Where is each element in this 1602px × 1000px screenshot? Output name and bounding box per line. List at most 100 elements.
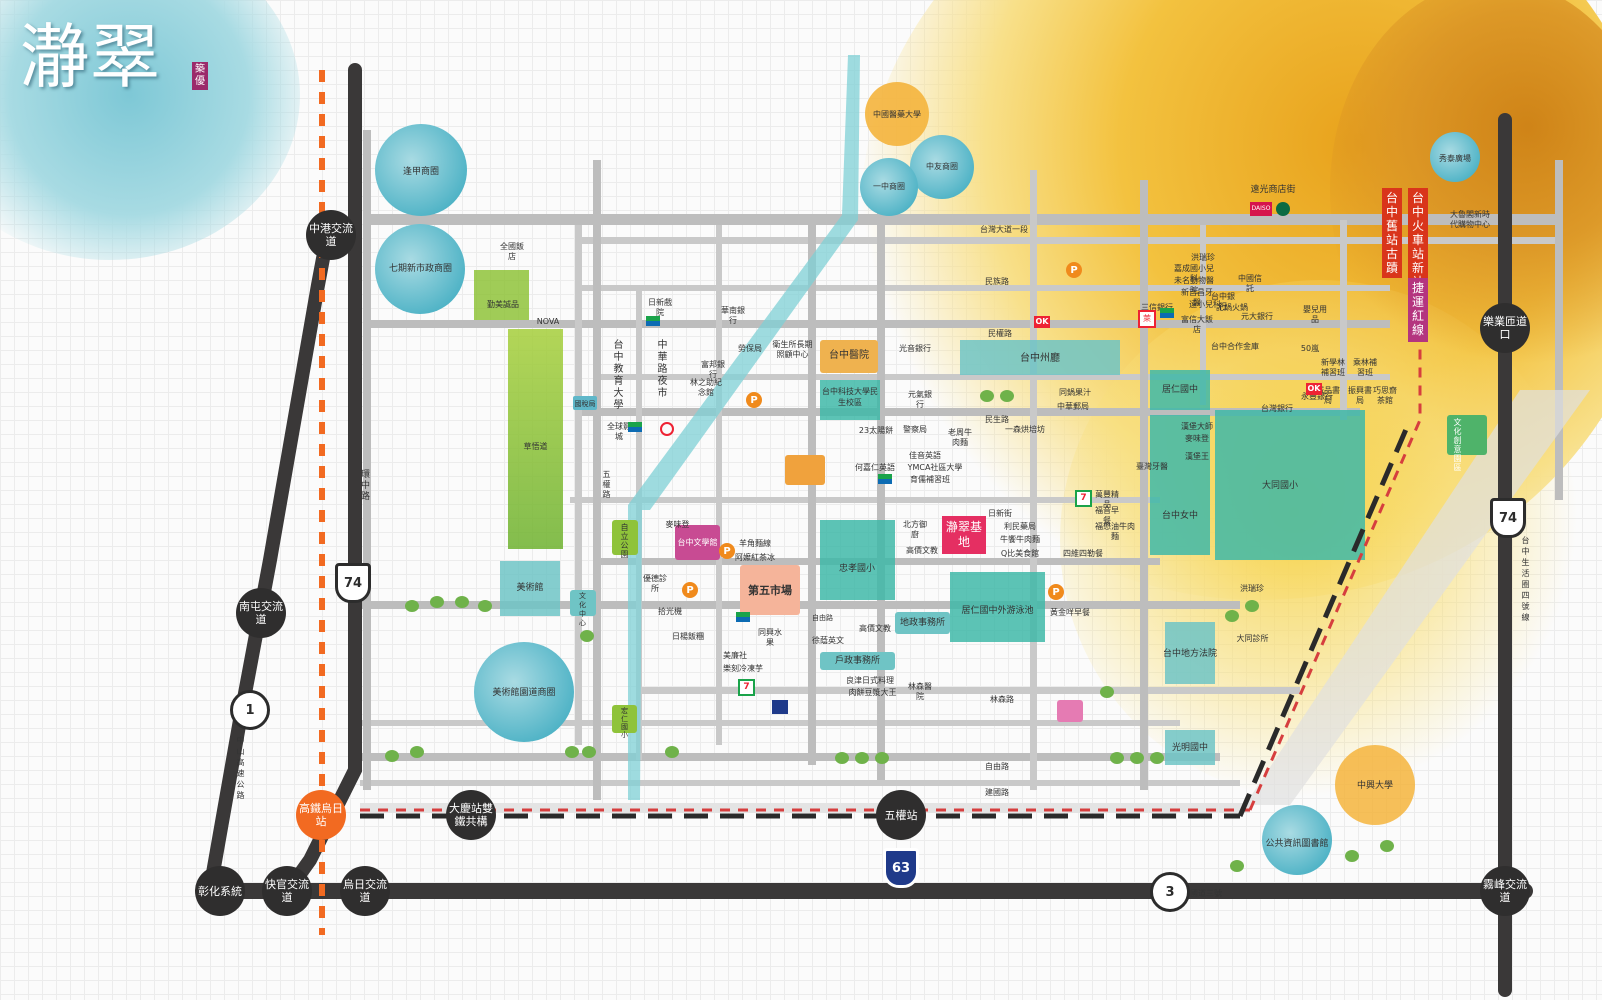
node-wuquan-st[interactable]: 五權站 [876, 790, 926, 840]
poi-44: 三信銀行 [1141, 303, 1173, 312]
guangming-label: 光明國中 [1171, 743, 1208, 753]
poi-22: 牛饗牛肉麵 [1000, 535, 1040, 544]
road-v9 [1140, 180, 1148, 790]
road-ziyou [360, 753, 1220, 761]
daiso-icon: DAISO [1250, 202, 1272, 216]
poi-52: 誠品書局 [1316, 386, 1340, 405]
node-kuaiguan[interactable]: 快官交流道 [262, 866, 312, 916]
road-h3 [575, 285, 1390, 291]
library-label: 公共資訊圖書館 [1265, 839, 1329, 849]
road-label-ziyou2: 自由路 [812, 614, 833, 622]
poi-69: 記鍋火鍋 [1216, 303, 1248, 312]
road-minquan [580, 408, 1360, 416]
poi-25: 全球影城 [607, 422, 631, 441]
poi-43: 台中銀行 [1211, 292, 1235, 311]
zhongyou-circle [910, 135, 974, 199]
road-h5 [600, 374, 1390, 380]
road-label-taiwan: 台灣大道一段 [980, 225, 1028, 234]
juren-pool-label: 居仁國中外游泳池 [961, 606, 1034, 616]
culture-park-label: 文化創意園區 [1453, 418, 1462, 472]
road-linsen [640, 687, 1300, 694]
road-h7 [570, 497, 1160, 503]
node-leye[interactable]: 樂業匝道口 [1480, 303, 1530, 353]
zhongzheng-school-label: 宏仁國小 [621, 707, 628, 739]
qiqi-label: 七期新市政商圈 [388, 264, 452, 274]
road-taiwan-blvd [365, 214, 1560, 225]
label-huanzhong: 環中路 [360, 470, 370, 502]
poi-0: 全國飯店 [500, 242, 524, 261]
poi-10: 中華郵局 [1057, 402, 1089, 411]
node-daqing[interactable]: 大慶站雙鐵共構 [446, 790, 496, 840]
tree-icon [1130, 752, 1144, 764]
hilife-icon: 萊 [1138, 310, 1156, 328]
road-label-minquan: 民權路 [988, 329, 1012, 338]
road-v2 [575, 225, 582, 745]
poi-47: 台灣銀行 [1261, 404, 1293, 413]
poi-13: 佳音英語 [909, 451, 941, 460]
culture-center-label: 文化中心 [579, 592, 586, 627]
tech-univ-label: 台中科技大學民生校區 [822, 387, 878, 407]
poi-29: 麥味登 [665, 520, 690, 529]
nchu-circle [1335, 745, 1415, 825]
juren-ms-label: 居仁國中 [1161, 385, 1198, 395]
poi-66: 新吉昌牙醫 [1181, 288, 1213, 307]
poi-14: YMCA社區大學 [907, 463, 963, 472]
node-nantun[interactable]: 南屯交流道 [236, 588, 286, 638]
caowu-label: 草悟道 [523, 442, 548, 451]
label-sun-yat-sen: 中山高速公路 [236, 736, 245, 800]
poi-36: 良津日式料理 [846, 676, 894, 685]
nchu-label: 中興大學 [1356, 781, 1393, 791]
road-label-minzu: 民族路 [985, 277, 1009, 286]
poi-58: 林森醫院 [908, 682, 932, 701]
poi-8: 元氣銀行 [908, 390, 932, 409]
poi-23: Q比美食館 [1000, 549, 1040, 558]
poi-61: 萬豐精品 [1095, 490, 1119, 509]
ok-mart-icon: OK [1306, 383, 1322, 395]
tree-icon [1110, 752, 1124, 764]
node-hsr[interactable]: 高鐵烏日站 [296, 790, 346, 840]
poi-21: 利民藥局 [1004, 522, 1036, 531]
tree-icon [1150, 752, 1164, 764]
qiqi-circle [375, 224, 465, 314]
parking-icon: P [719, 543, 735, 559]
node-zhanghua[interactable]: 彰化系統 [195, 866, 245, 916]
node-zhonggang[interactable]: 中港交流道 [306, 210, 356, 260]
culture-park-block [1447, 415, 1487, 455]
poi-41: 大同診所 [1236, 634, 1269, 643]
road-label-linsen: 林森路 [990, 695, 1014, 704]
guangming-block [1165, 730, 1215, 765]
site-marker[interactable]: 瀞翠基地 [942, 516, 986, 554]
court-block [1165, 622, 1215, 684]
parking-icon: P [1048, 584, 1064, 600]
poi-9: 同鍋果汁 [1059, 388, 1091, 397]
label-ring-4: 台中生活圈四號線 [1521, 536, 1530, 622]
tree-icon [410, 746, 424, 758]
juyang-label: 台中文學館 [677, 538, 718, 547]
poi-65: 未名動物醫院 [1174, 276, 1214, 295]
poi-15: 育儒補習班 [910, 475, 950, 484]
poi-46: 台中合作金庫 [1211, 342, 1259, 351]
edu-univ-label: 台中教育大學 [613, 340, 624, 411]
art-museum-block [500, 561, 560, 616]
poi-34: 同興水果 [758, 628, 782, 647]
poi-53: 振興書局 [1348, 386, 1372, 405]
node-wuri[interactable]: 烏日交流道 [340, 866, 390, 916]
node-wufeng[interactable]: 霧峰交流道 [1480, 866, 1530, 916]
cmu-label: 中國醫藥大學 [873, 110, 921, 119]
zili-label: 自立公園 [620, 523, 629, 559]
court-label: 台中地方法院 [1162, 649, 1217, 659]
poi-16: 何嘉仁英語 [855, 463, 895, 472]
old-station-box: 台中舊站古蹟 [1382, 188, 1402, 278]
tree-icon [835, 752, 849, 764]
seven-eleven-icon: 7 [1075, 490, 1092, 507]
route-74-sign-west: 74 [335, 563, 371, 603]
zhongyou-label: 中友商圈 [926, 162, 958, 171]
road-v11 [1340, 220, 1347, 420]
museum-circle [474, 642, 574, 742]
road-v1 [363, 130, 371, 790]
jinyi-label: 勤美誠品 [487, 300, 519, 309]
land-office-block [895, 612, 950, 634]
fengjia-circle [375, 124, 467, 216]
poi-30: 拾光機 [658, 607, 682, 616]
